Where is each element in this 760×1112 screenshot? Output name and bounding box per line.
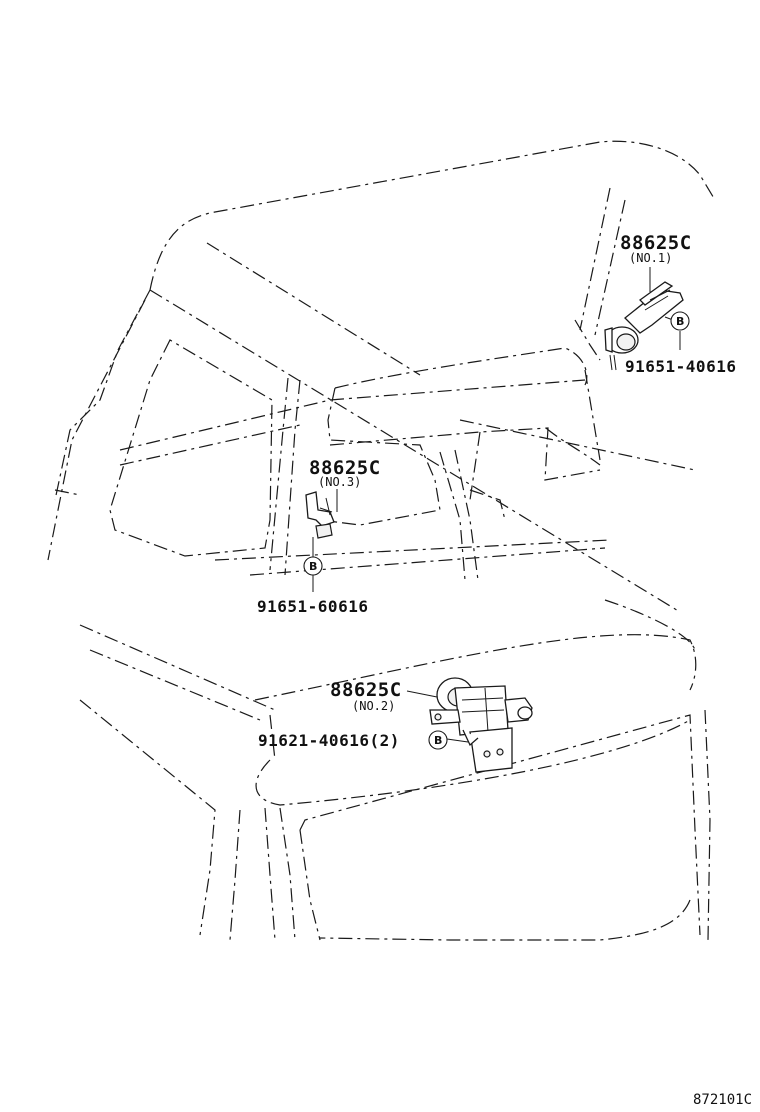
horn1-bolt-number: 91651-40616: [625, 357, 736, 376]
horn3-badge-letter: B: [309, 560, 317, 573]
horn2-bolt-number: 91621-40616(2): [258, 731, 400, 750]
horn3-bolt-badge: B: [303, 556, 323, 576]
leader-horn2-bolt: [446, 738, 469, 743]
horn1-part-number: 88625C: [620, 232, 692, 254]
vehicle-body-outline: [47, 140, 716, 941]
leader-horn2: [406, 690, 438, 698]
horn2-sub-label: (NO.2): [352, 699, 395, 713]
horn2-badge-letter: B: [434, 734, 442, 747]
horn2-part-number: 88625C: [330, 679, 402, 701]
horn1-sub-label: (NO.1): [629, 251, 672, 265]
horn2-bolt-badge: B: [428, 730, 448, 750]
horn3-part-number: 88625C: [309, 457, 381, 479]
horn3-bolt-number: 91651-60616: [257, 597, 368, 616]
horn1-bolt-badge: B: [670, 311, 690, 331]
horn-no3: [305, 491, 335, 539]
horn-no1: [604, 281, 684, 371]
horn1-badge-letter: B: [676, 315, 684, 328]
horn3-sub-label: (NO.3): [318, 475, 361, 489]
figure-reference-number: 872101C: [693, 1092, 752, 1108]
horn-no2: [429, 677, 533, 773]
